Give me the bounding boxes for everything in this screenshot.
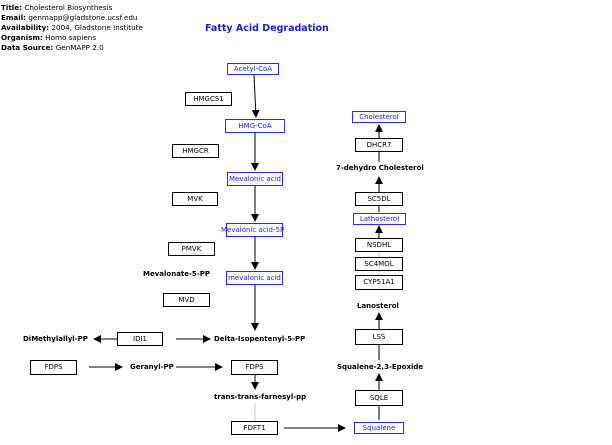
gene-fdft1[interactable]: FDFT1 — [231, 421, 278, 435]
gene-pmvk[interactable]: PMVK — [168, 242, 215, 256]
info-source-key: Data Source: — [1, 43, 54, 52]
label-delta-isopentenyl-5pp: Delta-Isopentenyl-5-PP — [214, 335, 306, 343]
info-email-row: Email: genmapp@gladstone.ucsf.edu — [1, 13, 141, 23]
metabolite-cholesterol[interactable]: Cholesterol — [352, 111, 406, 123]
info-organism-key: Organism: — [1, 33, 43, 42]
fatty-acid-degradation-link[interactable]: Fatty Acid Degradation — [205, 23, 329, 34]
info-organism-row: Organism: Homo sapiens — [1, 33, 141, 43]
gene-hmgcr[interactable]: HMGCR — [172, 144, 219, 158]
gene-sc5dl[interactable]: SC5DL — [355, 192, 403, 206]
label-trans-trans-farnesyl-pp: trans-trans-farnesyl-pp — [214, 393, 307, 401]
metabolite-mevalonic-acid-pp[interactable]: mevalonic acid — [226, 271, 283, 285]
info-availability-key: Availability: — [1, 23, 50, 32]
info-title-value: Cholesterol Biosynthesis — [24, 3, 113, 12]
gene-sc4mol[interactable]: SC4MOL — [355, 257, 403, 271]
metabolite-lathosterol[interactable]: Lathosterol — [353, 213, 406, 225]
metabolite-mevalonic-acid[interactable]: Mevalonic acid — [227, 172, 283, 186]
metabolite-mevalonic-acid-5p[interactable]: Mevalonic acid-5P — [221, 223, 284, 237]
metabolite-squalene[interactable]: Squalene — [354, 422, 404, 434]
gene-cyp51a1[interactable]: CYP51A1 — [355, 275, 403, 290]
gene-mvd[interactable]: MVD — [163, 293, 210, 307]
label-7-dehydro-cholesterol: 7-dehydro Cholesterol — [336, 164, 424, 172]
gene-dhcr7[interactable]: DHCR7 — [355, 138, 403, 152]
gene-nsdhl[interactable]: NSDHL — [355, 238, 403, 252]
info-title-key: Title: — [1, 3, 23, 12]
metabolite-hmg-coa[interactable]: HMG-CoA — [225, 119, 285, 133]
info-email-key: Email: — [1, 13, 27, 22]
info-source-row: Data Source: GenMAPP 2.0 — [1, 43, 141, 53]
info-email-value: genmapp@gladstone.ucsf.edu — [28, 13, 138, 22]
gene-sqle[interactable]: SQLE — [355, 390, 403, 406]
label-mevalonate-5pp: Mevalonate-5-PP — [143, 270, 210, 278]
info-title-row: Title: Cholesterol Biosynthesis — [1, 3, 141, 13]
info-organism-value: Homo sapiens — [45, 33, 97, 42]
gene-lss[interactable]: LSS — [355, 329, 403, 345]
label-dimethylallyl-pp: DiMethylallyl-PP — [23, 335, 88, 343]
info-availability-row: Availability: 2004, Gladstone Institute — [1, 23, 143, 33]
label-lanosterol: Lanosterol — [357, 302, 399, 310]
label-geranyl-pp: Geranyl-PP — [130, 363, 174, 371]
gene-fdps-center[interactable]: FDPS — [231, 360, 278, 375]
gene-fdps-left[interactable]: FDPS — [30, 360, 77, 375]
gene-hmgcs1[interactable]: HMGCS1 — [185, 92, 232, 106]
gene-idi1[interactable]: IDI1 — [117, 332, 163, 346]
pathway-info: Title: Cholesterol Biosynthesis Email: g… — [1, 3, 143, 53]
gene-mvk[interactable]: MVK — [172, 192, 218, 206]
metabolite-acetyl-coa[interactable]: Acetyl-CoA — [227, 63, 279, 75]
info-availability-value: 2004, Gladstone Institute — [51, 23, 143, 32]
edge-acetylcoa-hmgcoa — [251, 74, 260, 118]
label-squalene-epoxide: Squalene-2,3-Epoxide — [337, 363, 424, 371]
info-source-value: GenMAPP 2.0 — [55, 43, 104, 52]
